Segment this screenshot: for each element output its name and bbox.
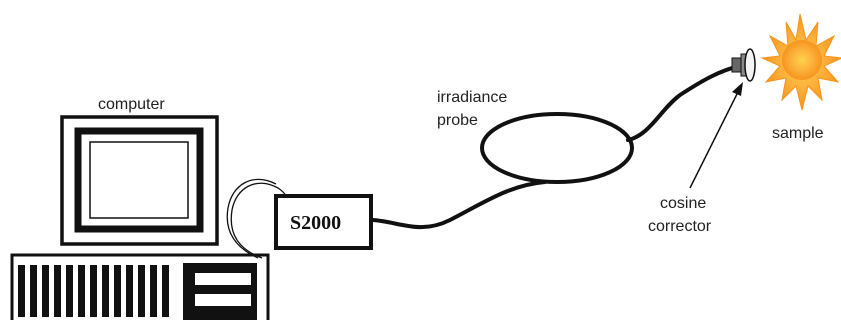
computer-monitor-icon (62, 117, 217, 244)
computer-tower-icon (12, 255, 268, 320)
cosine-corrector-pointer (690, 82, 743, 188)
sample-label: sample (772, 125, 824, 142)
cosine-corrector-label-line1: cosine (660, 195, 706, 212)
spectrometer-label: S2000 (290, 212, 341, 234)
irradiance-probe-label-line2: probe (437, 112, 478, 129)
computer-label: computer (98, 96, 165, 113)
cosine-corrector-icon (732, 49, 755, 81)
irradiance-probe-label-line1: irradiance (437, 89, 507, 106)
cosine-corrector-label-line2: corrector (648, 218, 712, 235)
sun-icon (762, 14, 841, 110)
